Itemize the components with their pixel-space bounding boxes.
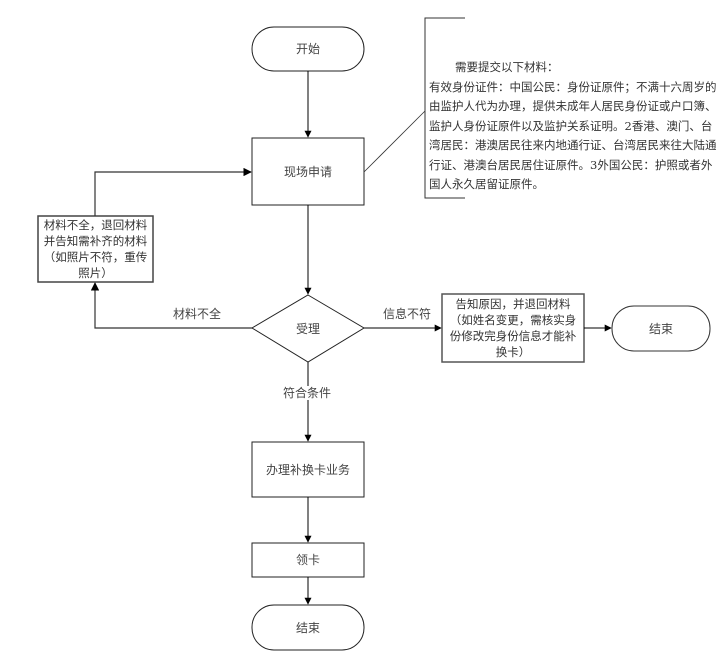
callout-title: 需要提交以下材料： xyxy=(455,60,559,74)
apply-node-label: 现场申请 xyxy=(283,164,332,179)
callout-text: 需要提交以下材料： 有效身份证件：中国公民：身份证原件；不满十六周岁的由监护人代为… xyxy=(429,19,719,195)
callout-bracket xyxy=(424,17,465,199)
end-side-node-label: 结束 xyxy=(648,321,673,336)
end-main-node-label: 结束 xyxy=(295,620,320,635)
process-node-label: 办理补换卡业务 xyxy=(265,462,350,477)
process-box-shape xyxy=(251,441,365,498)
apply-process-shape xyxy=(251,137,365,206)
collect-node-label: 领卡 xyxy=(295,553,320,567)
accept-node-label: 受理 xyxy=(295,321,320,336)
edge-label-mismatch: 信息不符 xyxy=(383,307,432,321)
end-side-terminal-shape xyxy=(611,305,711,352)
collect-box-shape xyxy=(251,542,365,578)
callout-leader-line xyxy=(363,110,426,173)
edge-label-qualified: 符合条件 xyxy=(283,386,332,400)
info-mismatch-label: 告知原因，并退回材料（如姓名变更，需核实身份修改完身份信息才能补换卡） xyxy=(449,297,577,359)
return-materials-shape xyxy=(37,215,154,283)
edge-accept-to-return xyxy=(90,282,252,329)
edge-label-incomplete: 材料不全 xyxy=(173,307,222,321)
end-main-terminal-shape xyxy=(251,604,365,651)
edge-return-to-apply xyxy=(94,167,252,216)
start-node-label: 开始 xyxy=(295,42,320,56)
return-materials-label: 材料不全，退回材料并告知需补齐的材料（如照片不符，重传照片） xyxy=(43,218,148,280)
callout-body: 有效身份证件：中国公民：身份证原件；不满十六周岁的由监护人代为办理，提供未成年人… xyxy=(429,79,717,192)
info-mismatch-shape xyxy=(441,293,585,363)
